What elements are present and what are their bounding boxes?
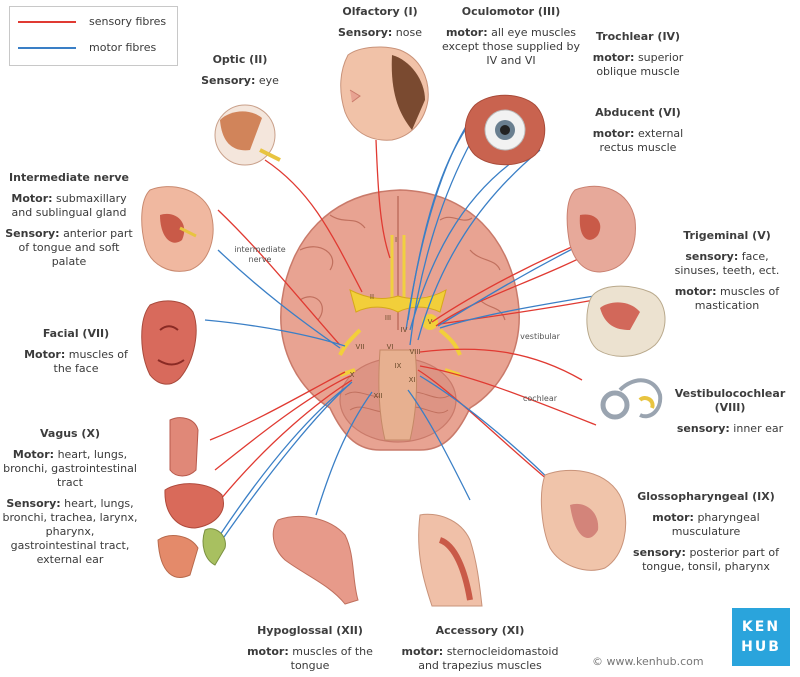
glossopharyngeal-title: Glossopharyngeal (IX) [637,490,775,503]
facial-label: Facial (VII) Motor: muscles of the face [20,327,132,376]
abducent-title: Abducent (VI) [595,106,681,119]
olfactory-label: Olfactory (I) Sensory: nose [330,5,430,40]
glossopharyngeal-label: Glossopharyngeal (IX) motor: pharyngeal … [633,490,779,574]
intermediate-label: Intermediate nerve Motor: submaxillary a… [4,171,134,269]
numeral-V: V [427,318,433,326]
face-facial-muscles-illustration [141,300,197,385]
accessory-label: Accessory (XI) motor: sternocleidomastoi… [390,624,570,673]
facial-title: Facial (VII) [42,327,110,340]
oculomotor-title: Oculomotor (III) [461,5,561,18]
abducent-label: Abducent (VI) motor: external rectus mus… [578,106,698,155]
numeral-VII: VII [355,343,365,351]
nose-illustration [340,46,429,141]
optic-desc: Sensory: eye [201,74,279,87]
neck-muscles-illustration [418,513,483,607]
vagus-organs-illustration [157,417,226,578]
legend-motor: motor fibres [18,41,168,55]
hypoglossal-label: Hypoglossal (XII) motor: muscles of the … [245,624,375,673]
facial-desc: Motor: muscles of the face [24,348,128,375]
trigeminal-title: Trigeminal (V) [683,229,771,242]
optic-title: Optic (II) [212,53,268,66]
vestibulocochlear-desc: sensory: inner ear [676,422,784,435]
vagus-label: Vagus (X) Motor: heart, lungs, bronchi, … [2,427,138,567]
motor-fibre-lines [204,104,595,551]
sensory-line-swatch [18,21,76,23]
eyeball-illustration [214,104,281,166]
eye-muscles-illustration [464,94,546,166]
copyright-credit: © www.kenhub.com [592,655,704,668]
numeral-I: I [394,236,398,244]
motor-line-swatch [18,47,76,49]
vestibular-branch-label: vestibular [520,332,560,341]
trigeminal-sensory-desc: sensory: face, sinuses, teeth, ect. [674,250,780,277]
trigeminal-label: Trigeminal (V) sensory: face, sinuses, t… [662,229,792,313]
oculomotor-label: Oculomotor (III) motor: all eye muscles … [436,5,586,68]
accessory-desc: motor: sternocleidomastoid and trapezius… [401,645,559,672]
olfactory-title: Olfactory (I) [342,5,418,18]
inner-ear-illustration [600,378,663,420]
tongue-illustration [272,516,359,605]
kenhub-logo: KEN HUB [732,608,790,666]
trochlear-label: Trochlear (IV) motor: superior oblique m… [578,30,698,79]
legend-sensory-label: sensory fibres [89,15,167,28]
numeral-X: X [349,371,355,379]
cochlear-branch-label: cochlear [522,394,558,403]
pharynx-head-illustration [540,469,627,571]
intermediate-title: Intermediate nerve [9,171,129,184]
abducent-desc: motor: external rectus muscle [592,127,684,154]
vagus-title: Vagus (X) [40,427,100,440]
olfactory-desc: Sensory: nose [337,26,422,39]
numeral-IX: IX [394,362,402,370]
trigeminal-motor-desc: motor: muscles of mastication [674,285,780,312]
numeral-IV: IV [400,326,408,334]
glossopharyngeal-motor-desc: motor: pharyngeal musculature [652,511,760,538]
vestibulocochlear-label: Vestibulocochlear (VIII) sensory: inner … [664,387,796,436]
trochlear-title: Trochlear (IV) [595,30,681,43]
glossopharyngeal-sensory-desc: sensory: posterior part of tongue, tonsi… [633,546,779,573]
numeral-III: III [384,314,392,322]
intermediate-sensory-desc: Sensory: anterior part of tongue and sof… [5,227,133,268]
vagus-motor-desc: Motor: heart, lungs, bronchi, gastrointe… [3,448,137,489]
numeral-II: II [369,293,375,301]
brain-inferior-view [280,189,520,451]
numeral-XII: XII [373,392,383,400]
accessory-title: Accessory (XI) [435,624,525,637]
numeral-VI: VI [386,343,394,351]
legend: sensory fibres motor fibres [9,6,178,66]
vagus-sensory-desc: Sensory: heart, lungs, bronchi, trachea,… [2,497,138,566]
hypoglossal-desc: motor: muscles of the tongue [247,645,373,672]
face-muscles-trigeminal-illustration [566,185,636,273]
intermediate-nerve-branch-label: intermediate nerve [234,245,286,264]
hypoglossal-title: Hypoglossal (XII) [257,624,363,637]
face-intermediate-illustration [141,186,214,272]
skull-illustration [586,285,666,357]
numeral-VIII: VIII [409,348,421,356]
trochlear-desc: motor: superior oblique muscle [592,51,684,78]
intermediate-motor-desc: Motor: submaxillary and sublingual gland [11,192,127,219]
legend-sensory: sensory fibres [18,15,168,29]
legend-motor-label: motor fibres [89,41,157,54]
numeral-XI: XI [408,376,416,384]
oculomotor-desc: motor: all eye muscles except those supp… [441,26,581,67]
vestibulocochlear-title: Vestibulocochlear (VIII) [674,387,786,414]
optic-label: Optic (II) Sensory: eye [195,53,285,88]
